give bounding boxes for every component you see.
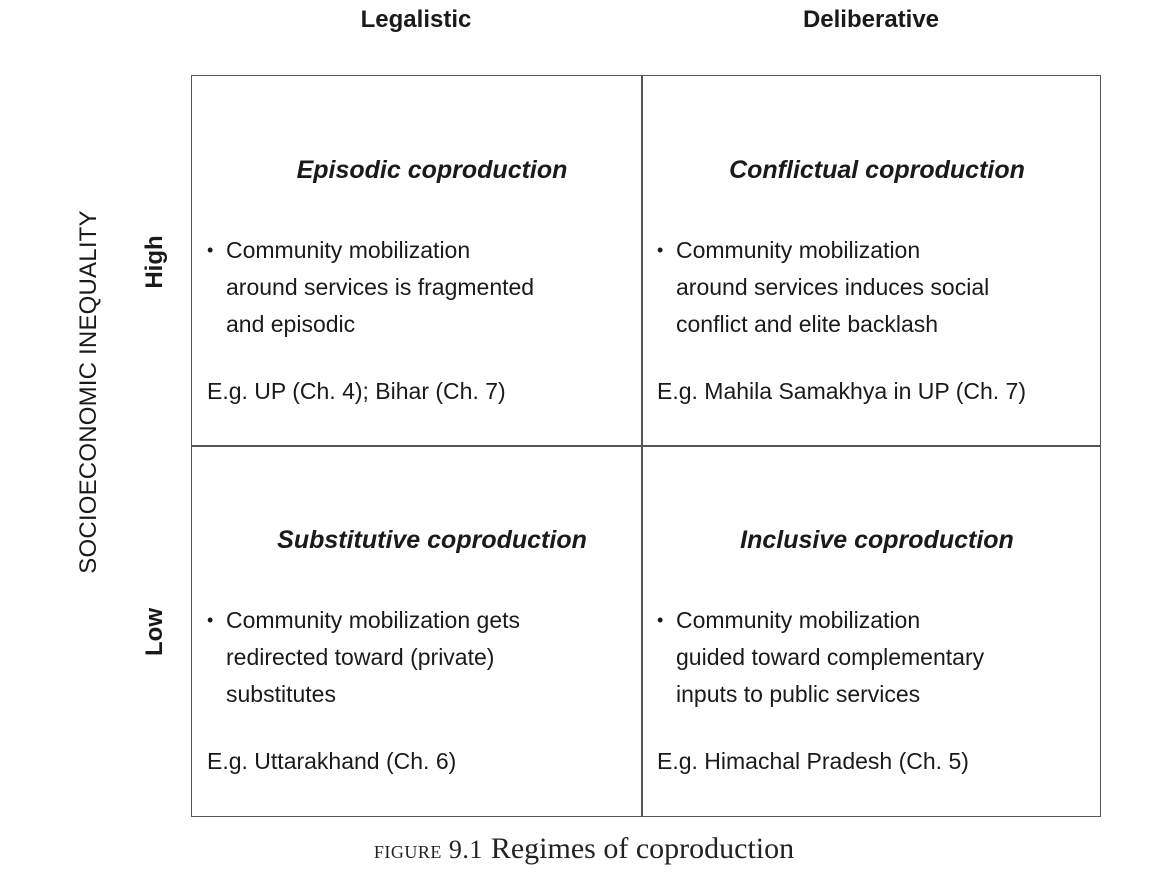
description-line: substitutes [226,681,336,707]
description-line: and episodic [226,311,356,337]
cell-description: • Community mobilization gets redirected… [207,602,607,713]
description-line: redirected toward (private) [226,644,495,670]
description-line: around services induces social [676,274,990,300]
description-line: Community mobilization [676,607,921,633]
cell-example: E.g. Uttarakhand (Ch. 6) [207,748,457,774]
y-axis-label: SOCIOECONOMIC INEQUALITY [75,210,102,574]
cell-description: • Community mobilization around services… [657,232,1057,343]
description-line: Community mobilization gets [226,607,521,633]
horizontal-divider [191,445,1101,447]
cell-inclusive-coproduction: Inclusive coproduction • Community mobil… [642,446,1092,816]
bullet-icon: • [207,610,214,630]
description-line: conflict and elite backlash [676,311,939,337]
description-line: guided toward complementary [676,644,985,670]
cell-conflictual-coproduction: Conflictual coproduction • Community mob… [642,76,1092,446]
column-header-deliberative: Deliberative [802,6,940,33]
bullet-icon: • [657,240,664,260]
cell-episodic-coproduction: Episodic coproduction • Community mobili… [192,76,642,446]
cell-title: Conflictual coproduction [729,156,1025,184]
cell-title: Episodic coproduction [296,156,568,184]
cell-description: • Community mobilization guided toward c… [657,602,1057,713]
row-label-low: Low [141,608,168,656]
description-line: inputs to public services [676,681,921,707]
description-line: Community mobilization [226,237,471,263]
description-line: around services is fragmented [226,274,535,300]
figure-title: Regimes of coproduction [490,832,795,865]
cell-substitutive-coproduction: Substitutive coproduction • Community mo… [192,446,642,816]
row-label-high: High [141,235,168,289]
cell-title: Inclusive coproduction [740,526,1014,554]
description-line: Community mobilization [676,237,921,263]
cell-example: E.g. UP (Ch. 4); Bihar (Ch. 7) [207,378,506,404]
cell-example: E.g. Mahila Samakhya in UP (Ch. 7) [657,378,1027,404]
bullet-icon: • [207,240,214,260]
figure-label: figure 9.1 [373,835,483,864]
bullet-icon: • [657,610,664,630]
cell-title: Substitutive coproduction [277,526,587,554]
cell-example: E.g. Himachal Pradesh (Ch. 5) [657,748,969,774]
cell-description: • Community mobilization around services… [207,232,607,343]
column-header-legalistic: Legalistic [360,6,472,33]
